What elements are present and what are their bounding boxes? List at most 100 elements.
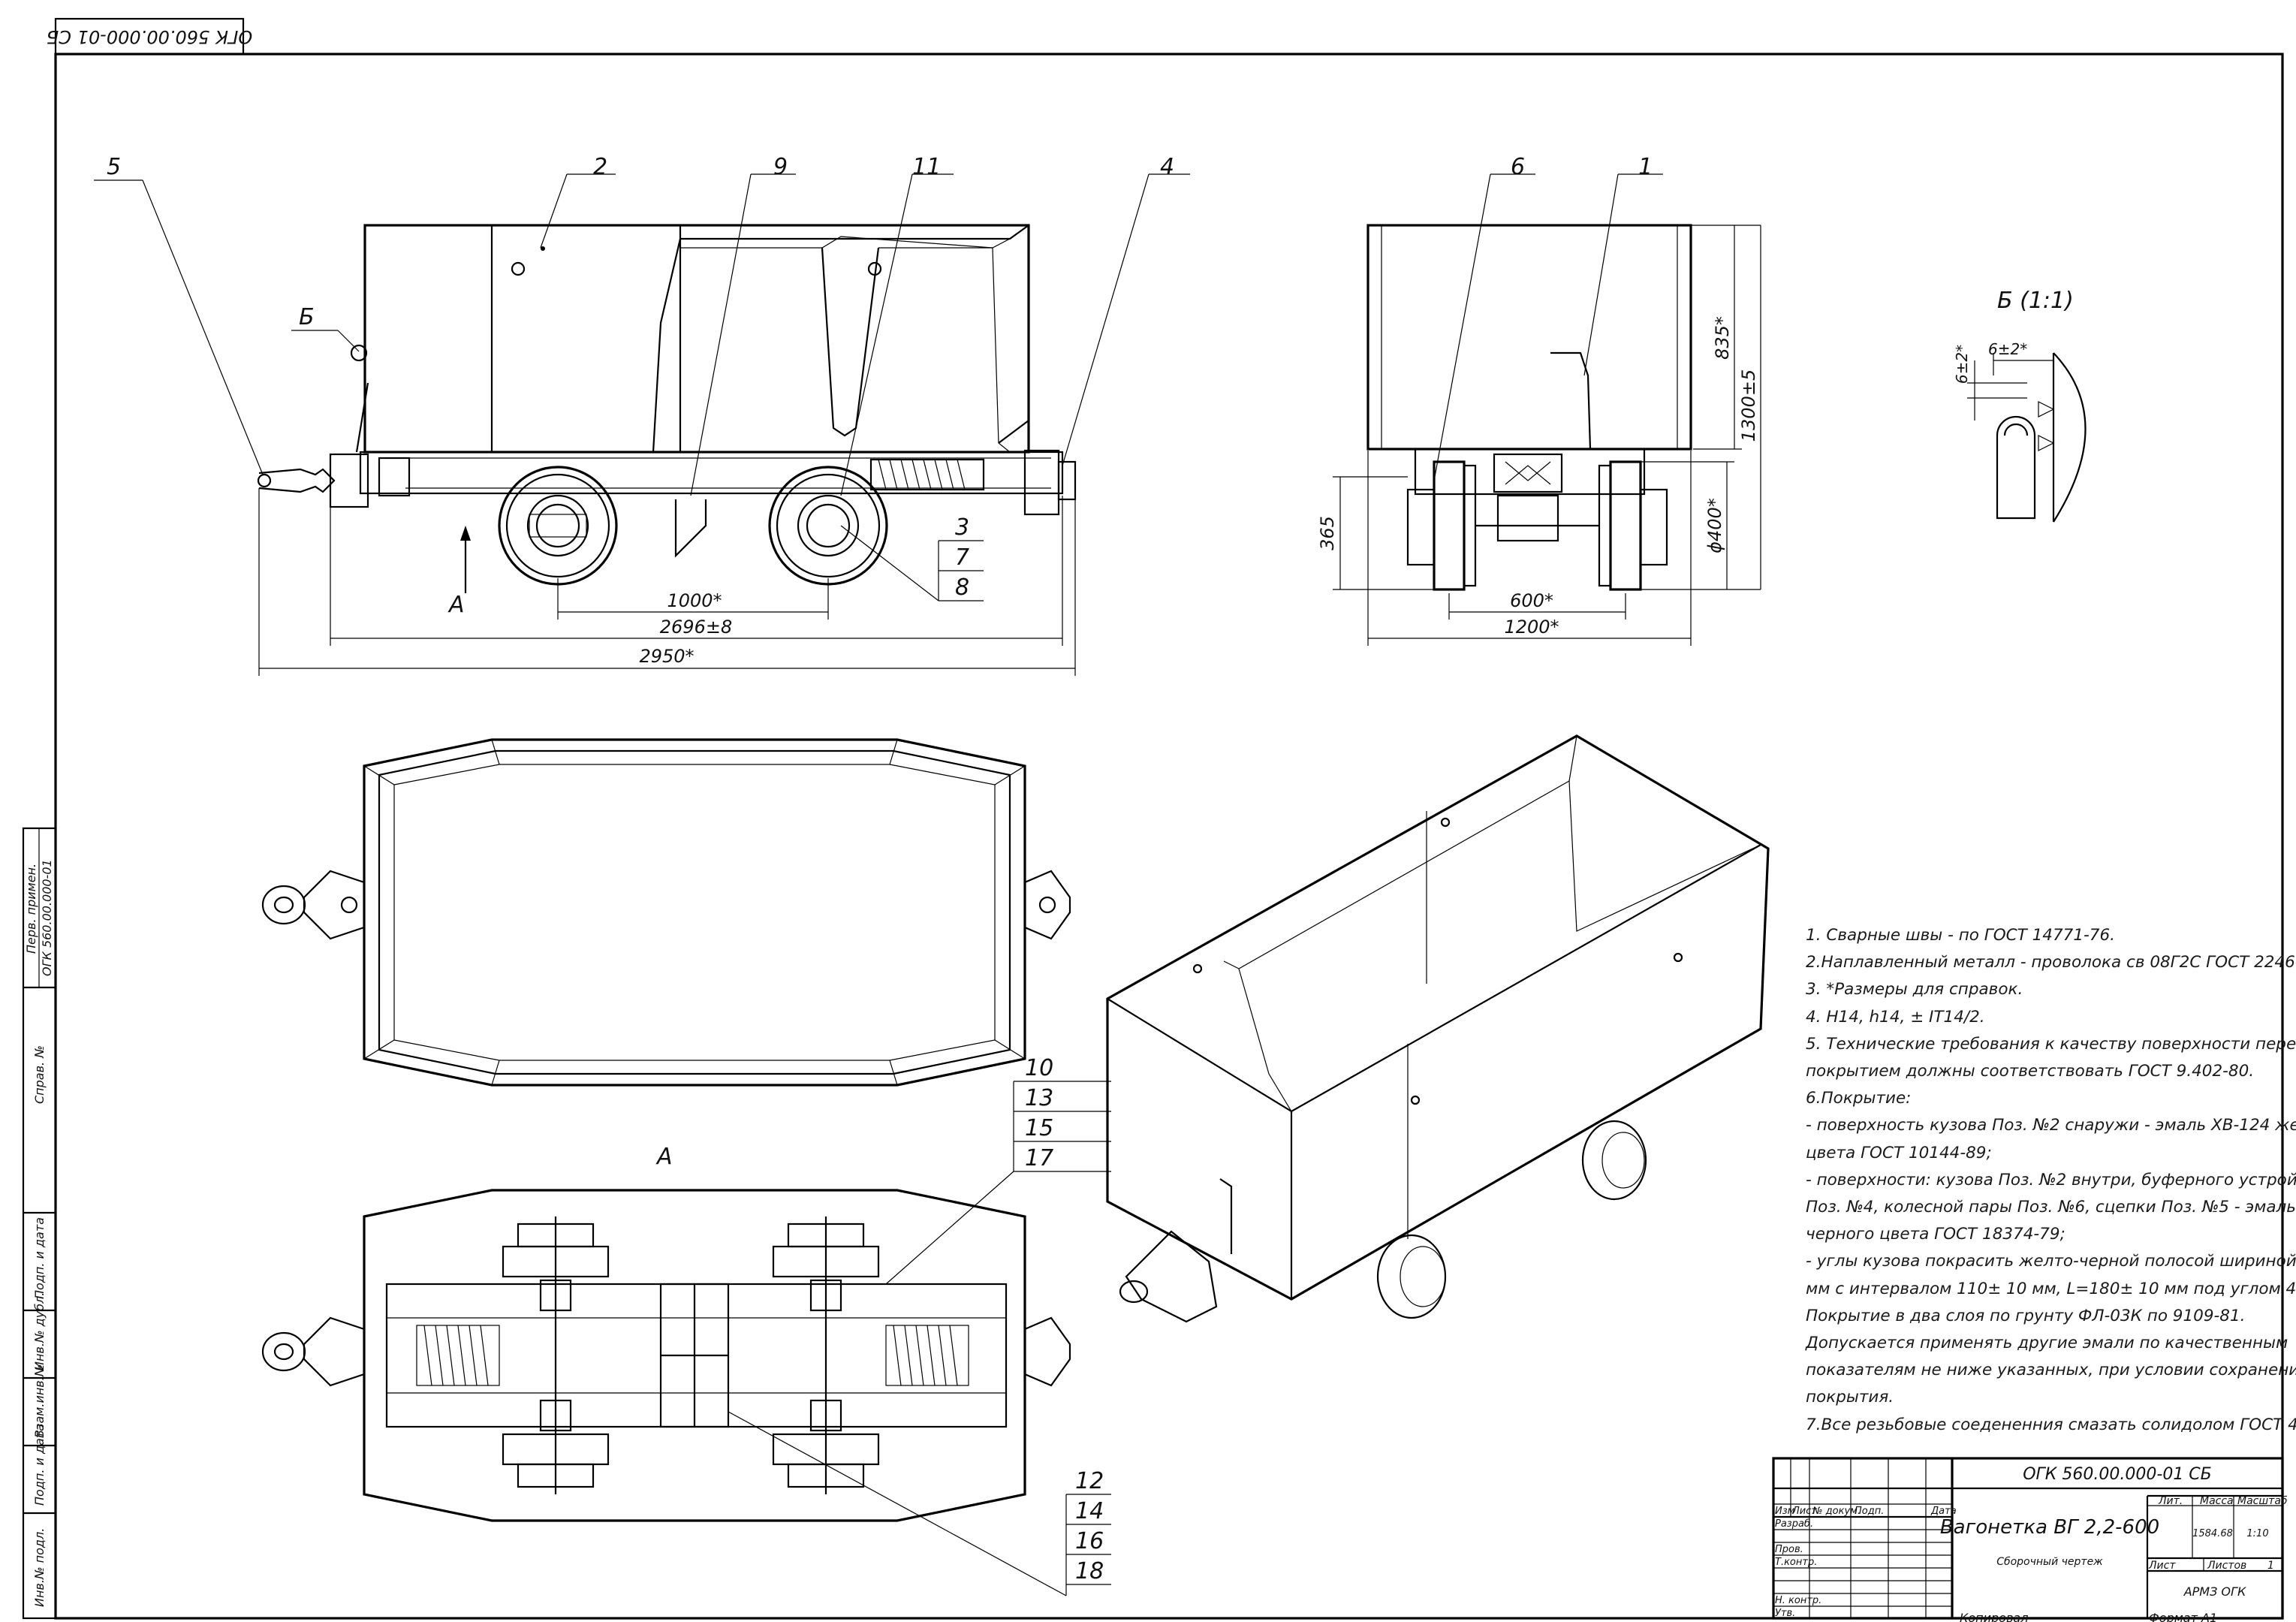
plan-coupling-left xyxy=(261,870,366,940)
svg-text:Пров.: Пров. xyxy=(1775,1544,1803,1555)
dim-1000: 1000* xyxy=(667,590,722,611)
note-line: цвета ГОСТ 10144-89; xyxy=(1806,1143,1992,1162)
dim-1200: 1200* xyxy=(1504,617,1559,638)
leader-8: 8 xyxy=(955,574,969,601)
top-view xyxy=(261,738,1071,1087)
svg-text:ОГК 560.00.000-01: ОГК 560.00.000-01 xyxy=(40,859,54,976)
note-line: 1. Сварные швы - по ГОСТ 14771-76. xyxy=(1806,926,2115,945)
technical-notes: 1. Сварные швы - по ГОСТ 14771-76. 2.Нап… xyxy=(1806,922,2296,1439)
svg-text:Подп. и дата: Подп. и дата xyxy=(32,1217,47,1299)
left-side-stamp: Перв. примен. ОГК 560.00.000-01 Справ. №… xyxy=(22,827,57,1620)
leader-11: 11 xyxy=(912,154,941,180)
note-line: - углы кузова покрасить желто-черной пол… xyxy=(1806,1252,2296,1271)
note-line: Поз. №4, колесной пары Поз. №6, сцепки П… xyxy=(1806,1198,2296,1217)
dim-835: 835* xyxy=(1712,316,1733,360)
leader-10: 10 xyxy=(1025,1055,1053,1081)
svg-text:Инв.№ подл.: Инв.№ подл. xyxy=(32,1528,47,1607)
tb-kopiroval: Копировал xyxy=(1960,1611,2028,1622)
svg-text:Взам.инв.№: Взам.инв.№ xyxy=(32,1364,47,1438)
detail-b-title: Б (1:1) xyxy=(1997,288,2074,314)
leader-7: 7 xyxy=(955,544,969,571)
svg-text:Масса: Масса xyxy=(2200,1495,2234,1507)
svg-text:Перв. примен.: Перв. примен. xyxy=(24,864,38,954)
svg-text:Подп.: Подп. xyxy=(1855,1506,1884,1517)
side-wheel-left xyxy=(498,466,618,586)
svg-text:Лист: Лист xyxy=(1791,1506,1817,1517)
leaders xyxy=(94,173,1663,1596)
svg-text:1: 1 xyxy=(2267,1560,2274,1572)
svg-text:№ докум.: № докум. xyxy=(1812,1506,1861,1517)
side-view: 1000* 2696±8 2950* А Б xyxy=(257,224,1077,676)
bottom-view: А xyxy=(261,1144,1071,1522)
note-line: 2.Наплавленный металл - проволока св 08Г… xyxy=(1806,953,2296,972)
leader-numbers: 5 2 9 11 4 6 1 3 7 8 10 13 15 17 12 14 1… xyxy=(107,154,1653,1584)
svg-text:Листов: Листов xyxy=(2207,1560,2246,1572)
leader-17: 17 xyxy=(1025,1145,1053,1171)
tb-name: Вагонетка ВГ 2,2-600 xyxy=(1940,1516,2159,1539)
leader-6: 6 xyxy=(1511,154,1525,180)
svg-text:Подп. и дата: Подп. и дата xyxy=(32,1424,47,1506)
tb-doc-type: Сборочный чертеж xyxy=(1996,1556,2103,1568)
top-stamp: ОГК 560.00.000-01 СБ xyxy=(47,17,252,56)
dim-6b: 6±2* xyxy=(1988,340,2027,358)
dim-2696: 2696±8 xyxy=(660,617,732,638)
dim-2950: 2950* xyxy=(639,646,694,667)
svg-text:Дата: Дата xyxy=(1930,1506,1957,1517)
note-line: покрытия. xyxy=(1806,1388,1894,1407)
dim-365: 365 xyxy=(1317,516,1338,550)
leader-13: 13 xyxy=(1025,1085,1053,1111)
side-wheel-right xyxy=(768,466,888,586)
svg-text:Масштаб: Масштаб xyxy=(2237,1495,2288,1507)
note-line: покрытием должны соответствовать ГОСТ 9.… xyxy=(1806,1062,2255,1081)
note-line: - поверхность кузова Поз. №2 снаружи - э… xyxy=(1806,1116,2296,1135)
leader-5: 5 xyxy=(107,154,121,180)
tb-format: Формат А1 xyxy=(2149,1611,2217,1622)
leader-15: 15 xyxy=(1025,1115,1053,1141)
leader-1: 1 xyxy=(1638,154,1653,180)
dim-1300: 1300±5 xyxy=(1738,369,1759,442)
svg-text:Утв.: Утв. xyxy=(1775,1608,1795,1619)
end-view: 600* 1200* 365 835* 1300±5 ϕ400* xyxy=(1317,224,1761,646)
note-line: показателям не ниже указанных, при услов… xyxy=(1806,1361,2296,1380)
note-line: 3. *Размеры для справок. xyxy=(1806,980,2023,999)
dim-6a: 6±2* xyxy=(1953,345,1971,384)
tb-org: АРМЗ ОГК xyxy=(2183,1584,2246,1599)
note-line: черного цвета ГОСТ 18374-79; xyxy=(1806,1225,2065,1244)
svg-text:Лист: Лист xyxy=(2148,1560,2176,1572)
tb-mass: 1584.68 xyxy=(2192,1528,2233,1539)
leader-12: 12 xyxy=(1075,1468,1104,1494)
leader-18: 18 xyxy=(1075,1558,1104,1584)
svg-text:Т.контр.: Т.контр. xyxy=(1775,1557,1817,1568)
note-line: 7.Все резьбовые соедененния смазать соли… xyxy=(1806,1415,2296,1434)
side-body xyxy=(363,224,1030,454)
note-line: Покрытие в два слоя по грунту ФЛ-03К по … xyxy=(1806,1306,2246,1325)
title-block: ОГК 560.00.000-01 СБ Вагонетка ВГ 2,2-60… xyxy=(1772,1457,2288,1620)
plan-coupling-right xyxy=(1023,870,1071,940)
leader-9: 9 xyxy=(773,154,788,180)
svg-text:Лит.: Лит. xyxy=(2158,1495,2183,1507)
dim-400: ϕ400* xyxy=(1704,498,1725,553)
isometric-view xyxy=(1106,734,1770,1323)
svg-text:Разраб.: Разраб. xyxy=(1775,1518,1813,1530)
detail-b: Б (1:1) 6±2* 6±2* xyxy=(1953,288,2087,523)
leader-3: 3 xyxy=(955,514,969,541)
tb-scale: 1:10 xyxy=(2246,1528,2268,1539)
svg-text:Инв.№ дубл.: Инв.№ дубл. xyxy=(32,1292,47,1370)
note-line: - поверхности: кузова Поз. №2 внутри, бу… xyxy=(1806,1170,2296,1189)
note-line: Допускается применять другие эмали по ка… xyxy=(1806,1334,2288,1353)
note-line: 5. Технические требования к качеству пов… xyxy=(1806,1034,2296,1054)
note-line: 6.Покрытие: xyxy=(1806,1089,1912,1108)
dim-600: 600* xyxy=(1510,590,1553,611)
svg-text:Изм: Изм xyxy=(1775,1506,1795,1517)
leader-14: 14 xyxy=(1075,1498,1104,1524)
note-line: мм с интервалом 110± 10 мм, L=180± 10 мм… xyxy=(1806,1279,2296,1298)
tb-designation: ОГК 560.00.000-01 СБ xyxy=(2023,1465,2212,1484)
note-line: 4. H14, h14, ± IT14/2. xyxy=(1806,1007,1985,1027)
view-a-title: А xyxy=(655,1144,673,1170)
leader-2: 2 xyxy=(593,154,607,180)
svg-text:Справ. №: Справ. № xyxy=(32,1045,47,1104)
callout-b: Б xyxy=(299,304,315,330)
leader-4: 4 xyxy=(1160,154,1174,180)
view-arrow-a: А xyxy=(447,592,465,618)
